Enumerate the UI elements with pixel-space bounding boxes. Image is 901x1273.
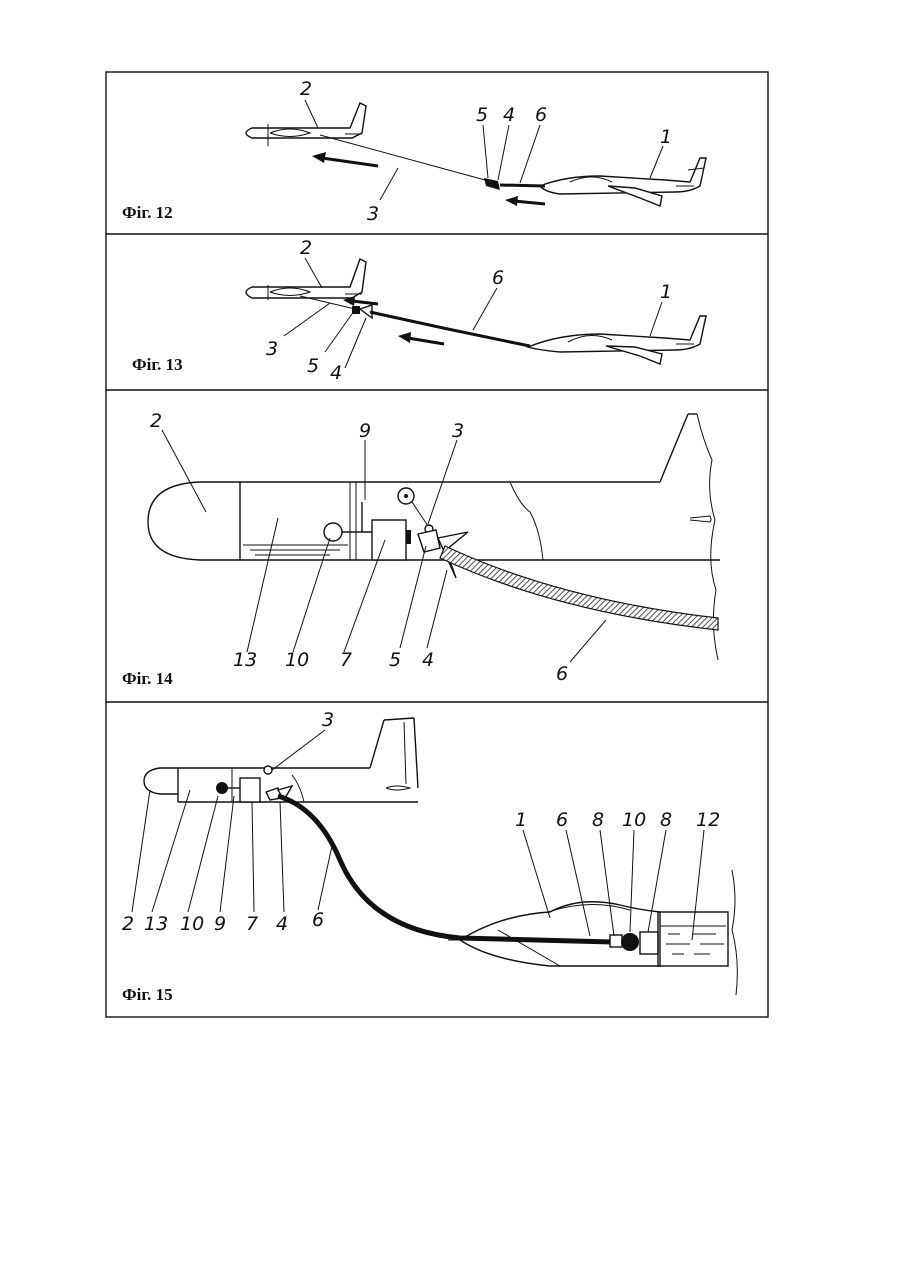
callout-label: 10 <box>180 913 204 935</box>
callout-label: 13 <box>144 913 168 935</box>
figure-12: 2 5 4 6 1 3 Фіг. 12 <box>122 78 706 225</box>
drone-aircraft <box>246 259 366 300</box>
callout-label: 2 <box>122 913 134 935</box>
callout-label: 1 <box>660 126 672 148</box>
control-unit <box>240 778 260 802</box>
direction-arrow <box>312 152 378 166</box>
tanker-aircraft <box>540 158 706 206</box>
callout-label: 4 <box>330 362 342 384</box>
figure-13: 2 6 1 3 5 4 Фіг. 13 <box>132 237 706 384</box>
direction-arrow <box>505 196 545 206</box>
callout-label: 2 <box>150 410 162 432</box>
callout-label: 10 <box>622 809 646 831</box>
callout-label: 4 <box>503 104 515 126</box>
fuel-tank <box>658 912 728 966</box>
callout-label: 12 <box>696 809 720 831</box>
figure-caption: Фіг. 12 <box>122 203 173 222</box>
drogue <box>418 530 440 552</box>
fuel-pump <box>216 782 228 794</box>
fuel-pump <box>324 523 342 541</box>
callout-label: 9 <box>214 913 226 935</box>
drone-aircraft <box>246 103 366 146</box>
callout-label: 6 <box>492 267 504 289</box>
callout-label: 1 <box>660 281 672 303</box>
callout-label: 7 <box>246 913 258 935</box>
direction-arrow <box>398 332 444 344</box>
callout-label: 6 <box>556 809 568 831</box>
callout-label: 8 <box>660 809 672 831</box>
control-unit <box>372 520 406 560</box>
callout-label: 3 <box>452 420 464 442</box>
callout-label: 2 <box>300 237 312 259</box>
refuel-hose <box>440 546 718 630</box>
coupling <box>406 530 411 544</box>
callout-label: 5 <box>389 649 401 671</box>
drone-fuselage <box>148 482 240 560</box>
callout-label: 9 <box>359 420 371 442</box>
callout-label: 7 <box>340 649 352 671</box>
callout-label: 4 <box>276 913 288 935</box>
callout-label: 1 <box>515 809 527 831</box>
figure-caption: Фіг. 14 <box>122 669 173 688</box>
callout-label: 3 <box>266 338 278 360</box>
callout-label: 2 <box>300 78 312 100</box>
callout-label: 13 <box>233 649 257 671</box>
callout-label: 5 <box>476 104 488 126</box>
drone-fuselage <box>144 768 178 794</box>
tanker-aircraft <box>528 316 706 364</box>
figure-14: 2 9 3 13 10 7 5 4 6 Фіг. 14 <box>122 410 720 688</box>
figure-15: 3 1 6 8 10 8 12 2 13 10 9 7 4 6 Фіг. 15 <box>122 709 737 1004</box>
tow-line <box>320 135 485 180</box>
figure-caption: Фіг. 15 <box>122 985 173 1004</box>
callout-label: 4 <box>422 649 434 671</box>
callout-label: 3 <box>367 203 379 225</box>
drogue-coupling <box>352 306 360 314</box>
callout-label: 5 <box>307 355 319 377</box>
callout-label: 8 <box>592 809 604 831</box>
refuel-hose <box>370 312 530 346</box>
callout-label: 6 <box>535 104 547 126</box>
callout-label: 6 <box>556 663 568 685</box>
callout-label: 10 <box>285 649 309 671</box>
fuel-pump <box>621 933 639 951</box>
callout-label: 3 <box>322 709 334 731</box>
callout-label: 6 <box>312 909 324 931</box>
refuel-hose <box>500 185 545 186</box>
figure-caption: Фіг. 13 <box>132 355 183 374</box>
